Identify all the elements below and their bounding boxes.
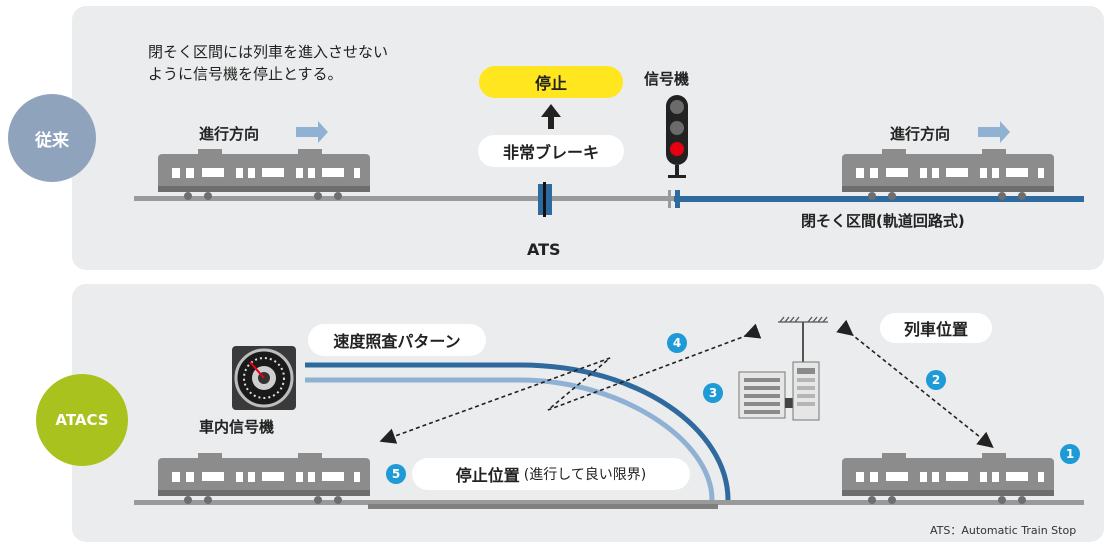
direction-arrow-icon [296,121,328,143]
radio-link [379,319,994,448]
antenna-icon [778,316,828,362]
ground-equipment-icon [738,361,820,421]
description-line-1: 閉そく区間には列車を進入させない [148,43,389,61]
step-badge-2: 2 [926,370,946,390]
atacs-label: ATACS [55,411,109,429]
stop-position-label: 停止位置 (進行して良い限界) [412,458,690,490]
train-position-label: 列車位置 [880,313,992,343]
conventional-track [134,196,1084,202]
signal-icon [666,95,688,178]
step-badge-4: 4 [667,333,687,353]
insulated-joint [668,190,680,208]
train-icon [842,453,1054,504]
train-icon [842,149,1054,200]
train-icon [158,149,370,200]
step-badge-3: 3 [703,383,723,403]
atacs-track [134,500,1084,509]
atacs-label-circle: ATACS [36,374,128,466]
speed-pattern-label: 速度照査パターン [308,324,486,356]
direction-label-left: 進行方向 [199,125,260,143]
direction-arrow-icon [978,121,1010,143]
conventional-label: 従来 [35,130,69,151]
conventional-label-circle: 従来 [8,94,96,182]
description-line-2: ように信号機を停止とする。 [148,65,343,83]
direction-label-right: 進行方向 [890,125,951,143]
speedometer-icon [232,346,296,410]
signal-label: 信号機 [644,70,690,88]
footnote: ATS：Automatic Train Stop [930,524,1077,537]
arrow-up-icon [541,104,561,129]
onboard-signal-label: 車内信号機 [199,418,275,436]
ats-transponder [538,182,552,217]
stop-position-text: 停止位置 [455,466,520,485]
stop-indicator: 停止 [479,66,623,98]
ats-label: ATS [527,240,561,259]
step-badge-1: 1 [1060,444,1080,464]
step-badge-5: 5 [386,464,406,484]
block-section-label: 閉そく区間(軌道回路式) [801,212,965,230]
train-icon [158,453,370,504]
emergency-brake-label: 非常ブレーキ [478,135,624,167]
stop-position-note: (進行して良い限界) [523,467,647,483]
